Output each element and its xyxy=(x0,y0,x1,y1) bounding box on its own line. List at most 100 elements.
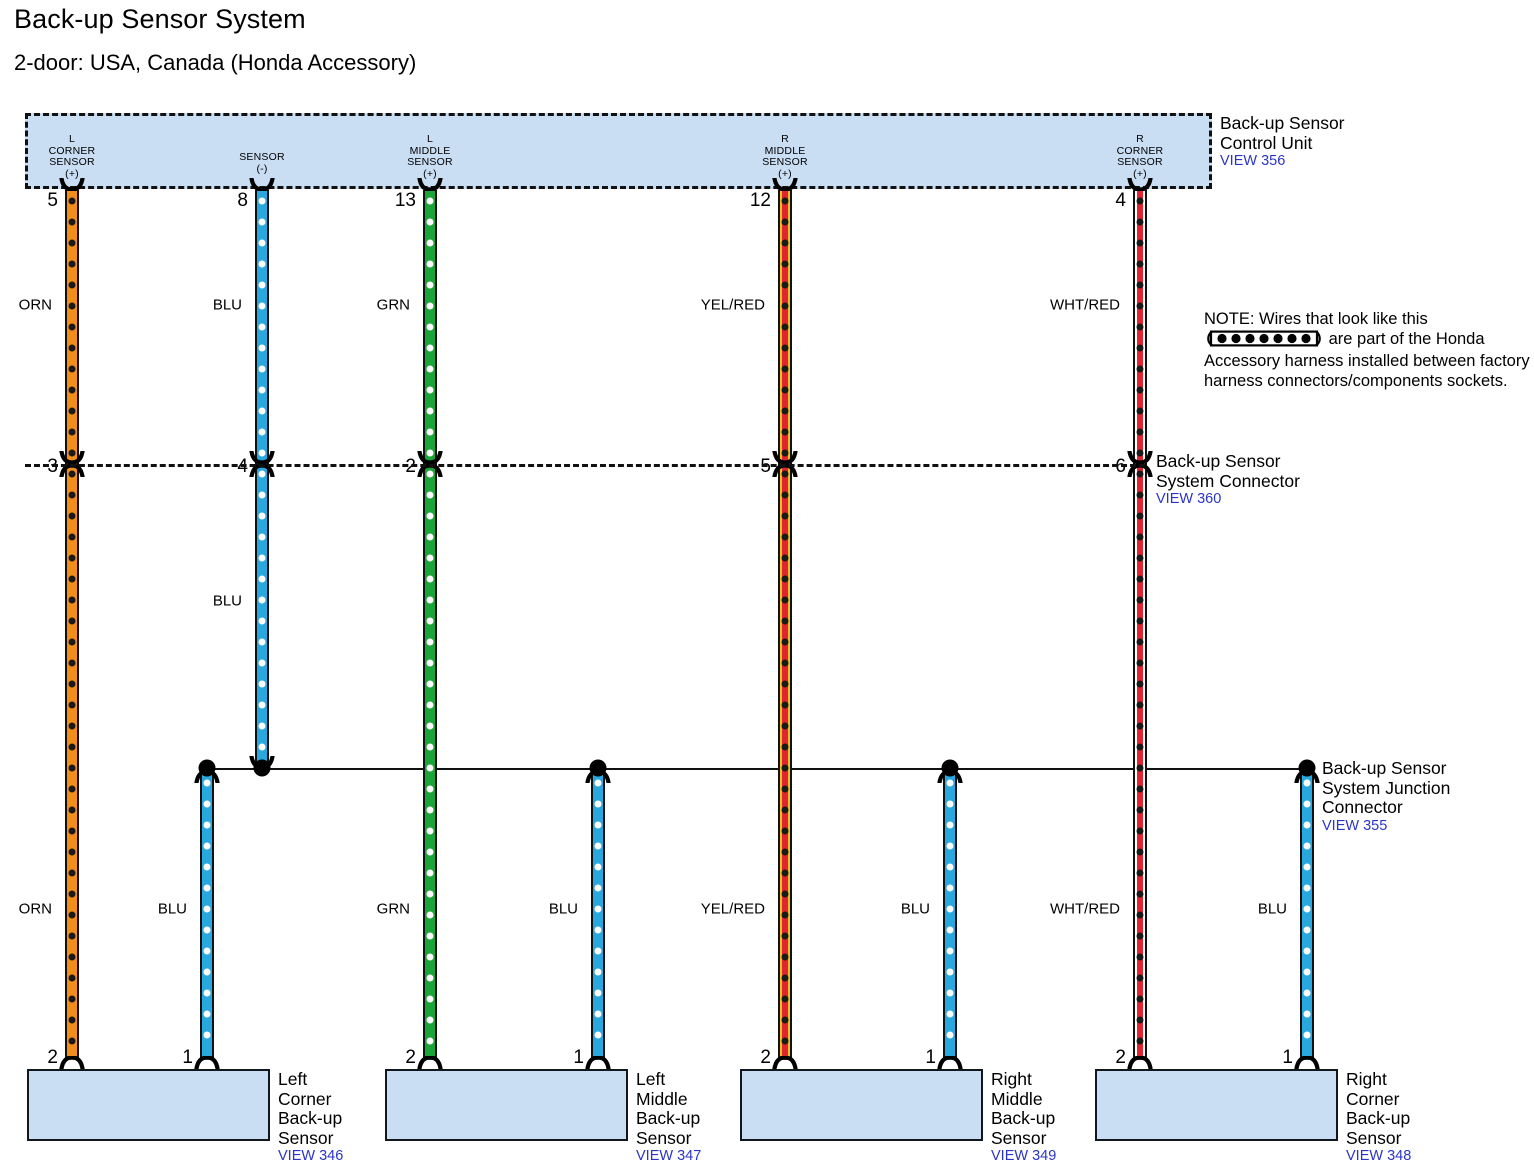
system-connector-pin-number-5: 5 xyxy=(760,456,771,477)
wire-terminal-icon xyxy=(1127,178,1153,191)
wire-dot-pattern xyxy=(1135,190,1145,1060)
wire-color-label-wht-red: WHT/RED xyxy=(1050,296,1120,314)
wire-dot-pattern xyxy=(1302,772,1312,1060)
sensor-box xyxy=(385,1069,628,1141)
control-unit-pin-label-line: R xyxy=(1136,133,1144,145)
wire-dot-pattern xyxy=(780,190,790,1060)
wire-terminal-icon xyxy=(59,1056,85,1069)
junction-bus-line xyxy=(791,768,1135,770)
wire-terminal-icon xyxy=(1127,1056,1153,1069)
control-unit-pin-label-line: SENSOR xyxy=(239,151,285,163)
junction-connector-name-line3: Connector xyxy=(1322,797,1403,817)
system-connector-pin-number-2: 2 xyxy=(405,456,416,477)
wire-terminal-icon xyxy=(417,451,443,464)
page-subtitle: 2-door: USA, Canada (Honda Accessory) xyxy=(14,50,417,75)
wire-dot-pattern xyxy=(945,772,955,1060)
wire-orn-cu-to-sensor xyxy=(65,190,79,1060)
control-unit-view-link[interactable]: VIEW 356 xyxy=(1220,153,1286,169)
harness-note-text-before: NOTE: Wires that look like this xyxy=(1204,310,1428,328)
junction-node-dot xyxy=(253,759,271,777)
junction-node-dot xyxy=(941,759,959,777)
control-unit-pin-label-line: L xyxy=(68,133,76,145)
wire-terminal-icon xyxy=(1127,451,1153,464)
sensor-label-line: Back-up xyxy=(1346,1108,1411,1128)
wire-terminal-icon xyxy=(417,1056,443,1069)
control-unit-pin-label-line: L xyxy=(426,133,434,145)
control-unit-pin-label-line: (-) xyxy=(256,162,268,175)
system-connector-pin-number-4: 4 xyxy=(237,456,248,477)
control-unit-pin-label-line: MIDDLE xyxy=(409,144,451,157)
sensor-label-line: Sensor xyxy=(991,1127,1047,1148)
control-unit-name: Back-up Sensor Control Unit VIEW 356 xyxy=(1220,113,1345,170)
control-unit-pin-8: SENSOR(-) xyxy=(192,151,332,175)
control-unit-pin-number-4: 4 xyxy=(1115,190,1126,211)
sensor-label-line: Corner xyxy=(278,1088,332,1109)
wire-color-label-grn: GRN xyxy=(376,900,410,918)
wire-blu-junction-sensor-lm xyxy=(591,772,605,1060)
control-unit-pin-label-line: (+) xyxy=(1133,167,1147,180)
wire-dot-pattern xyxy=(593,772,603,1060)
system-connector-pin-number-6: 6 xyxy=(1115,456,1126,477)
junction-connector-name-line2: System Junction xyxy=(1322,777,1451,798)
control-unit-pin-label-line: (+) xyxy=(423,167,437,180)
wire-terminal-icon xyxy=(772,1056,798,1069)
sensor-pin-number: 1 xyxy=(1282,1047,1293,1068)
wire-blu-junction-sensor-rm xyxy=(943,772,957,1060)
wire-color-label-yel-red: YEL/RED xyxy=(700,900,765,918)
wire-terminal-icon xyxy=(1294,1056,1320,1069)
sensor-view-link[interactable]: VIEW 349 xyxy=(991,1148,1057,1164)
sensor-label-line: Corner xyxy=(1346,1088,1400,1109)
sensor-box xyxy=(740,1069,983,1141)
sensor-label-line: Middle xyxy=(991,1088,1043,1109)
control-unit-pin-label-line: R xyxy=(781,133,789,145)
wire-terminal-icon xyxy=(417,178,443,191)
wire-terminal-icon xyxy=(59,451,85,464)
sensor-label-line: Back-up xyxy=(991,1108,1056,1128)
sensor-view-link[interactable]: VIEW 347 xyxy=(636,1148,702,1164)
wire-terminal-icon xyxy=(59,178,85,191)
sensor-label-line: Sensor xyxy=(278,1127,334,1148)
sensor-pin-number: 2 xyxy=(1115,1047,1126,1068)
wire-color-label-blu: BLU xyxy=(212,592,242,610)
control-unit-pin-label-line: (+) xyxy=(778,167,792,180)
wire-color-label-yel-red: YEL/RED xyxy=(700,296,765,314)
wire-dot-pattern xyxy=(202,772,212,1060)
sensor-label-line: Back-up xyxy=(636,1108,701,1128)
system-connector-view-link[interactable]: VIEW 360 xyxy=(1156,491,1222,507)
sensor-view-link[interactable]: VIEW 346 xyxy=(278,1148,344,1164)
control-unit-pin-label-line: SENSOR xyxy=(762,156,808,168)
sensor-box xyxy=(27,1069,270,1141)
control-unit-pin-number-13: 13 xyxy=(394,190,416,211)
wire-dot-pattern xyxy=(67,190,77,1060)
sensor-label-line: Left xyxy=(636,1069,666,1089)
junction-node-dot xyxy=(589,759,607,777)
wire-yelred-cu-to-sensor xyxy=(778,190,792,1060)
harness-note: NOTE: Wires that look like this are part… xyxy=(1204,310,1534,391)
wire-grn-cu-to-sensor xyxy=(423,190,437,1060)
junction-connector-view-link[interactable]: VIEW 355 xyxy=(1322,817,1388,834)
wire-terminal-icon xyxy=(585,1056,611,1069)
wire-blu-junction-sensor-lc xyxy=(200,772,214,1060)
sensor-view-link[interactable]: VIEW 348 xyxy=(1346,1148,1412,1164)
junction-bus-line xyxy=(200,768,425,770)
wire-color-label-blu: BLU xyxy=(900,900,930,918)
wire-color-label-blu: BLU xyxy=(1257,900,1287,918)
wire-color-label-orn: ORN xyxy=(18,296,52,314)
sensor-pin-number: 1 xyxy=(573,1047,584,1068)
wire-color-label-wht-red: WHT/RED xyxy=(1050,900,1120,918)
wire-terminal-icon xyxy=(249,451,275,464)
control-unit-name-line1: Back-up Sensor xyxy=(1220,113,1345,133)
wire-color-label-blu: BLU xyxy=(548,900,578,918)
wire-terminal-icon xyxy=(937,1056,963,1069)
junction-connector-name: Back-up Sensor System Junction Connector… xyxy=(1322,758,1451,835)
sensor-pin-number: 1 xyxy=(925,1047,936,1068)
wire-terminal-icon xyxy=(249,178,275,191)
wire-terminal-icon xyxy=(772,178,798,191)
